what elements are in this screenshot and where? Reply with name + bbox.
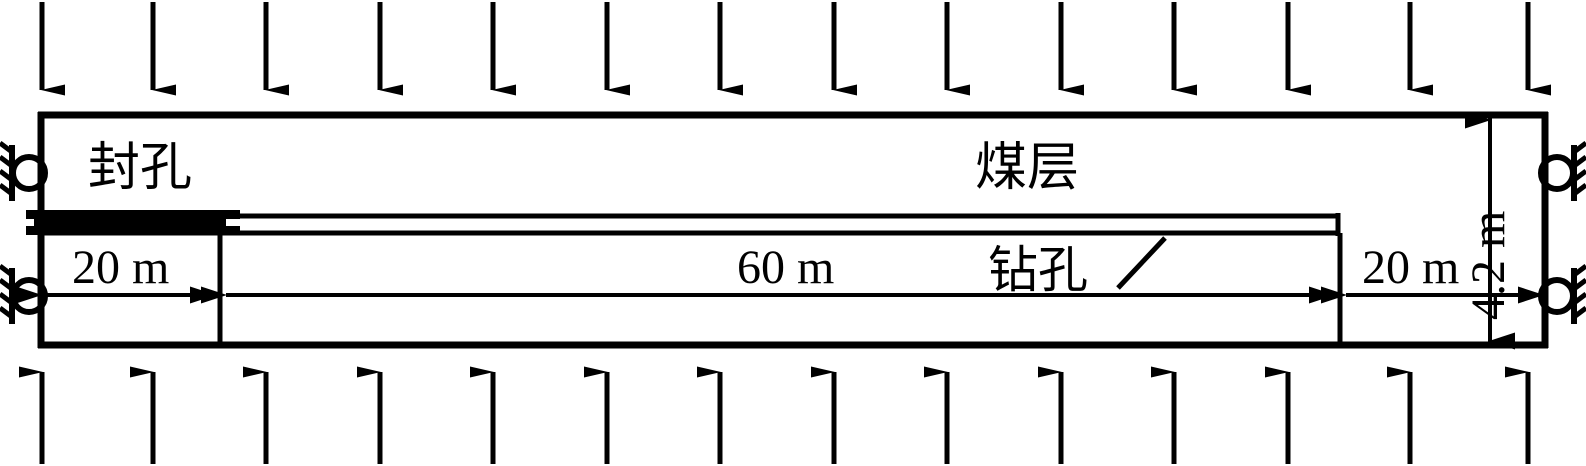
- roller-support-right-upper: [1538, 141, 1586, 201]
- model-boundary-rect: [37, 111, 1549, 349]
- dimension-label-right-20m: 20 m: [1362, 241, 1460, 294]
- dimension-label-height-4-2m: 4.2 m: [1462, 210, 1515, 320]
- borehole-sealing-bars: [26, 210, 240, 235]
- roller-support-right-lower: [1538, 264, 1586, 324]
- dimension-label-left-20m: 20 m: [72, 241, 170, 294]
- borehole-label: 钻孔: [988, 241, 1088, 299]
- borehole-leader-line: [1116, 236, 1167, 290]
- roller-support-left-lower: [0, 264, 48, 324]
- top-load-arrows: [39, 2, 1551, 96]
- roller-support-left-upper: [0, 141, 48, 201]
- coal-seam-label: 煤层: [975, 138, 1080, 198]
- seal-label: 封孔: [88, 138, 193, 198]
- bottom-load-arrows: [19, 366, 1531, 464]
- borehole-channel: [41, 213, 1341, 236]
- dimension-label-middle-60m: 60 m: [737, 241, 835, 294]
